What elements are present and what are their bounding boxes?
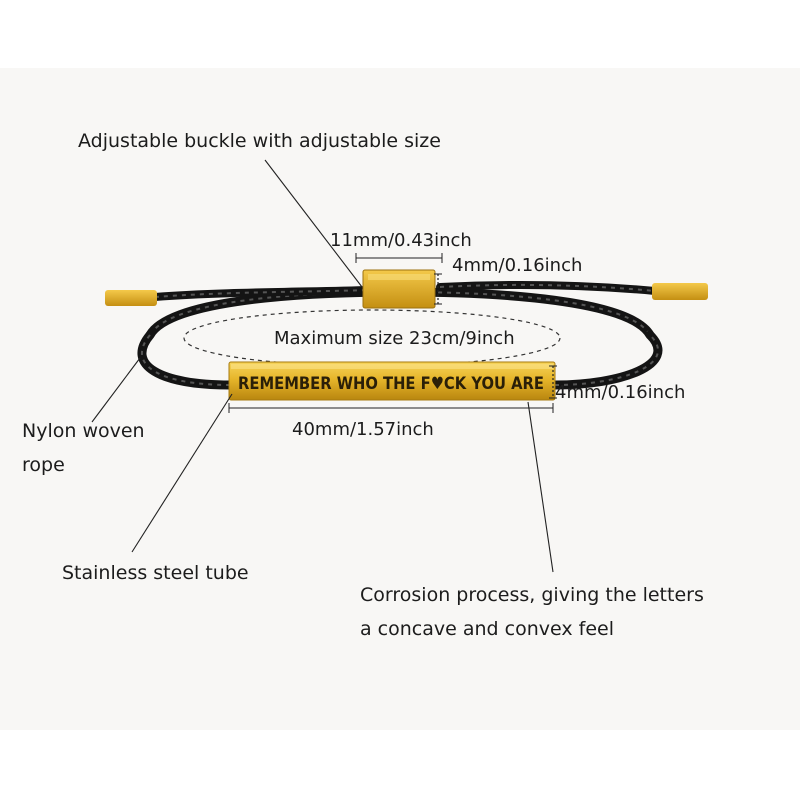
callout-tube-height: 4mm/0.16inch [555, 382, 686, 403]
callout-process: Corrosion process, giving the letters a … [360, 578, 704, 646]
callout-process-line1: Corrosion process, giving the letters [360, 584, 704, 606]
callout-buckle-height: 4mm/0.16inch [452, 255, 583, 276]
bar-engraving: REMEMBER WHO THE F♥CK YOU ARE [238, 374, 544, 394]
callout-tube-length: 40mm/1.57inch [292, 419, 434, 440]
leader-tube [131, 393, 233, 553]
end-cap-right [652, 283, 708, 300]
leader-rope [91, 357, 141, 423]
callout-tube: Stainless steel tube [62, 562, 249, 584]
end-cap-left [105, 290, 157, 306]
callout-rope: Nylon woven rope [22, 414, 145, 482]
callout-process-line2: a concave and convex feel [360, 618, 614, 640]
leader-buckle [264, 159, 363, 288]
callout-buckle-width: 11mm/0.43inch [330, 230, 472, 251]
callout-rope-line1: Nylon woven [22, 420, 145, 442]
steel-tube [228, 361, 556, 401]
callout-max-size: Maximum size 23cm/9inch [274, 328, 515, 349]
callout-buckle: Adjustable buckle with adjustable size [78, 130, 441, 152]
leader-process [527, 401, 554, 573]
callout-rope-line2: rope [22, 454, 65, 476]
rope-tail-left [151, 286, 374, 301]
